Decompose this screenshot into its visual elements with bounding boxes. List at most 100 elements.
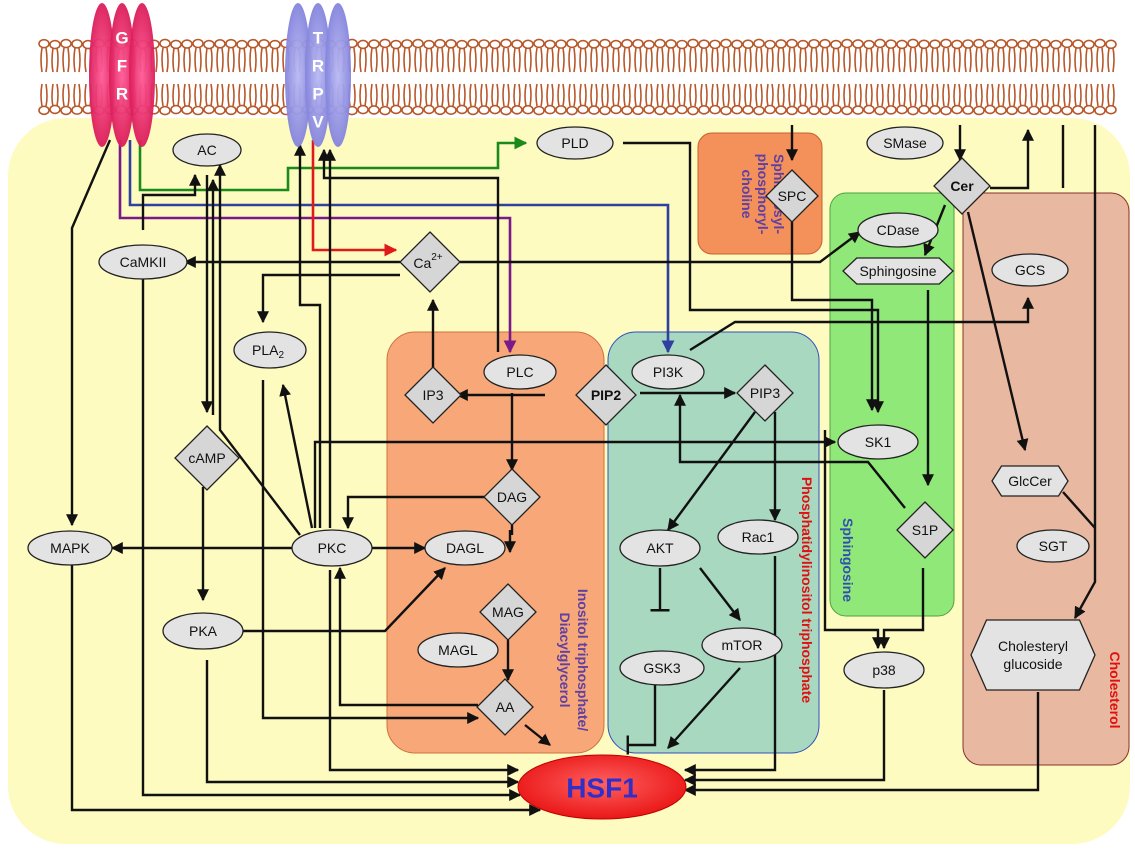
node-pi3k: PI3K: [632, 355, 704, 389]
lipid: [182, 40, 192, 114]
node-label: CDase: [877, 222, 920, 238]
lipid: [787, 40, 797, 115]
lipid: [523, 40, 533, 113]
lipid: [985, 41, 995, 114]
lipid: [1040, 40, 1050, 114]
node-label: GSK3: [643, 660, 681, 676]
node-label: IP3: [422, 387, 443, 403]
node-cdase: CDase: [858, 213, 938, 247]
lipid: [160, 39, 170, 114]
lipid: [930, 40, 940, 114]
lipid: [864, 41, 874, 114]
lipid: [743, 40, 753, 114]
node-label: PKC: [318, 540, 347, 556]
lipid: [226, 40, 236, 115]
node-label: SGT: [1039, 538, 1068, 554]
receptor-letter: P: [312, 85, 323, 104]
lipid: [831, 41, 841, 114]
receptor-letter: G: [115, 29, 128, 48]
node-label: PIP3: [750, 385, 781, 401]
node-label: GlcCer: [1008, 473, 1052, 489]
lipid: [1073, 40, 1083, 114]
receptor-letter: T: [313, 29, 324, 48]
node-gcs: GCS: [992, 254, 1068, 286]
lipid: [721, 39, 731, 114]
lipid: [798, 41, 808, 114]
lipid: [622, 40, 632, 115]
node-label: CaMKII: [120, 254, 167, 270]
node-sphingosine: Sphingosine: [843, 258, 953, 284]
node-label: MAPK: [50, 540, 90, 556]
region-label-phosphatidylinositol: Phosphatidylinositol triphosphate: [799, 477, 815, 704]
gfr-receptor: GFR: [89, 3, 155, 147]
lipid: [600, 40, 610, 115]
node-hsf1: HSF1: [518, 755, 686, 819]
cell-membrane: [39, 39, 1116, 114]
svg-text:choline: choline: [739, 169, 755, 218]
node-label: HSF1: [566, 773, 638, 804]
lipid: [391, 41, 401, 114]
node-label: Cer: [950, 178, 974, 194]
lipid: [1029, 40, 1039, 115]
node-label: PLD: [561, 135, 588, 151]
svg-text:Inositol triphosphate/: Inositol triphosphate/: [575, 589, 591, 731]
lipid: [248, 40, 258, 115]
lipid: [644, 41, 654, 114]
node-label: PI3K: [653, 364, 684, 380]
node-label-line: glucoside: [1003, 656, 1062, 672]
node-label: PKA: [189, 623, 218, 639]
lipid: [677, 41, 687, 114]
node-label: SK1: [865, 434, 892, 450]
lipid: [567, 39, 577, 114]
node-label: PLC: [506, 364, 533, 380]
node-magl: MAGL: [418, 633, 498, 667]
lipid: [699, 40, 709, 114]
node-pkc: PKC: [292, 530, 372, 566]
lipid: [886, 40, 896, 114]
lipid: [809, 40, 819, 114]
svg-text:Diacylglycerol: Diacylglycerol: [557, 613, 573, 708]
node-label: AKT: [646, 540, 674, 556]
node-label: DAGL: [446, 540, 484, 556]
lipid: [941, 39, 951, 114]
lipid: [50, 41, 60, 114]
lipid: [952, 40, 962, 113]
lipid: [380, 39, 390, 114]
lipid: [776, 40, 786, 114]
lipid: [446, 40, 456, 114]
lipid: [897, 40, 907, 113]
lipid: [369, 40, 379, 114]
lipid: [358, 40, 368, 113]
lipid: [589, 40, 599, 114]
lipid: [963, 40, 973, 114]
node-dagl: DAGL: [425, 531, 505, 565]
node-label: Rac1: [742, 529, 775, 545]
lipid: [72, 40, 82, 114]
node-p38: p38: [844, 652, 924, 688]
receptor-letter: R: [116, 85, 128, 104]
lipid: [61, 40, 71, 115]
lipid: [204, 41, 214, 114]
lipid: [468, 40, 478, 115]
node-label: SMase: [883, 135, 927, 151]
node-label: DAG: [497, 489, 527, 505]
lipid: [842, 40, 852, 115]
node-sk1: SK1: [838, 425, 918, 459]
node-rac1: Rac1: [718, 520, 798, 554]
node-label: SPC: [778, 188, 807, 204]
node-smase: SMase: [867, 127, 943, 159]
lipid: [908, 39, 918, 114]
node-glccer: GlcCer: [992, 466, 1068, 496]
lipid: [490, 40, 500, 113]
node-sgt: SGT: [1017, 530, 1089, 562]
lipid: [534, 39, 544, 114]
svg-text:Sphingosine: Sphingosine: [840, 518, 856, 602]
lipid: [1018, 41, 1028, 114]
lipid: [754, 39, 764, 114]
node-label: p38: [872, 662, 896, 678]
lipid: [215, 40, 225, 114]
lipid: [655, 40, 665, 115]
lipid: [611, 41, 621, 114]
node-pla2: PLA2: [234, 332, 306, 368]
node-label: MAG: [492, 604, 524, 620]
